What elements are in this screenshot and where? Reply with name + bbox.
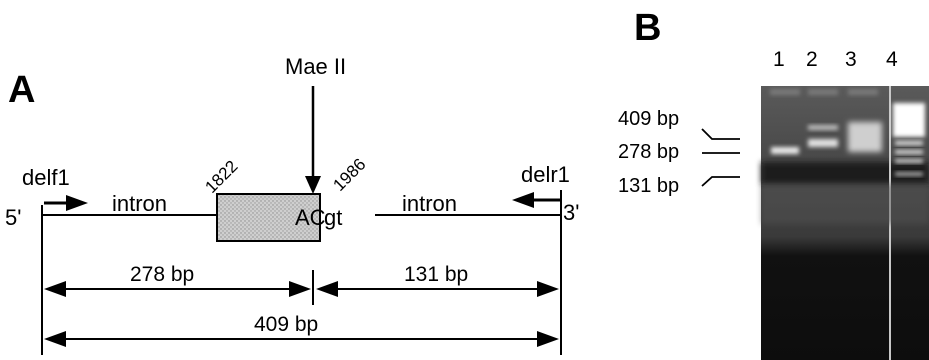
marker-131-label: 131 bp bbox=[618, 175, 679, 197]
panel-b: B 1 2 3 4 409 bp 278 bp 131 bp bbox=[618, 7, 929, 360]
ladder-band-2 bbox=[895, 150, 923, 154]
enzyme-label: Mae II bbox=[285, 54, 346, 79]
intron-left-label: intron bbox=[112, 191, 167, 216]
forward-primer-label: delf1 bbox=[22, 165, 70, 190]
dimension-131-label: 131 bp bbox=[404, 263, 468, 286]
marker-278-label: 278 bp bbox=[618, 141, 679, 163]
marker-131-tick bbox=[701, 176, 740, 187]
exon-end-label: 1986 bbox=[329, 155, 369, 195]
reverse-primer-label: delr1 bbox=[521, 162, 570, 187]
dimension-131-arrow-right bbox=[537, 281, 559, 297]
exon-tail-label: AC bbox=[295, 205, 326, 230]
lane-2-label: 2 bbox=[806, 48, 818, 71]
dimension-278-arrow-left bbox=[44, 281, 66, 297]
well-lane-2 bbox=[808, 89, 838, 95]
forward-primer-arrowhead bbox=[66, 195, 88, 211]
ladder-band-1 bbox=[895, 141, 923, 145]
dimension-278-label: 278 bp bbox=[130, 263, 194, 286]
dimension-131-arrow-left bbox=[316, 281, 338, 297]
lane-3-label: 3 bbox=[845, 48, 857, 71]
gel-haze bbox=[761, 184, 929, 224]
gel-image bbox=[761, 86, 929, 360]
band-lane-3-smear bbox=[848, 122, 882, 152]
panel-a-letter: A bbox=[8, 69, 35, 111]
dark-band-region bbox=[761, 162, 929, 184]
dimension-278-arrow-right bbox=[289, 281, 311, 297]
exon-start-label: 1822 bbox=[201, 157, 241, 197]
band-lane-1-278 bbox=[771, 147, 799, 154]
dimension-409-label: 409 bp bbox=[254, 313, 318, 336]
reverse-primer-arrowhead bbox=[512, 192, 534, 208]
band-lane-2-278 bbox=[808, 139, 838, 147]
panel-a: A Mae II AC gt 1822 1986 intron intron 5… bbox=[5, 54, 579, 355]
lane-4-label: 4 bbox=[886, 48, 898, 71]
dimension-409-arrow-left bbox=[44, 331, 66, 347]
well-lane-1 bbox=[770, 89, 800, 95]
exon-box bbox=[216, 193, 321, 242]
lane-1-label: 1 bbox=[773, 48, 785, 71]
dimension-409-arrow-right bbox=[537, 331, 559, 347]
intron-right-label: intron bbox=[402, 191, 457, 216]
marker-409-label: 409 bp bbox=[618, 108, 679, 130]
three-prime-label: 3' bbox=[563, 200, 579, 225]
cut-site-arrowhead bbox=[305, 176, 321, 194]
splice-site-label: gt bbox=[324, 205, 342, 230]
ladder-band-3 bbox=[895, 159, 923, 163]
ladder-band-4 bbox=[895, 172, 923, 176]
ladder-top bbox=[893, 103, 925, 137]
marker-409-tick bbox=[701, 128, 740, 140]
panel-b-letter: B bbox=[634, 7, 661, 49]
well-lane-3 bbox=[848, 89, 878, 95]
band-lane-2-409 bbox=[808, 125, 838, 130]
five-prime-label: 5' bbox=[5, 205, 21, 230]
